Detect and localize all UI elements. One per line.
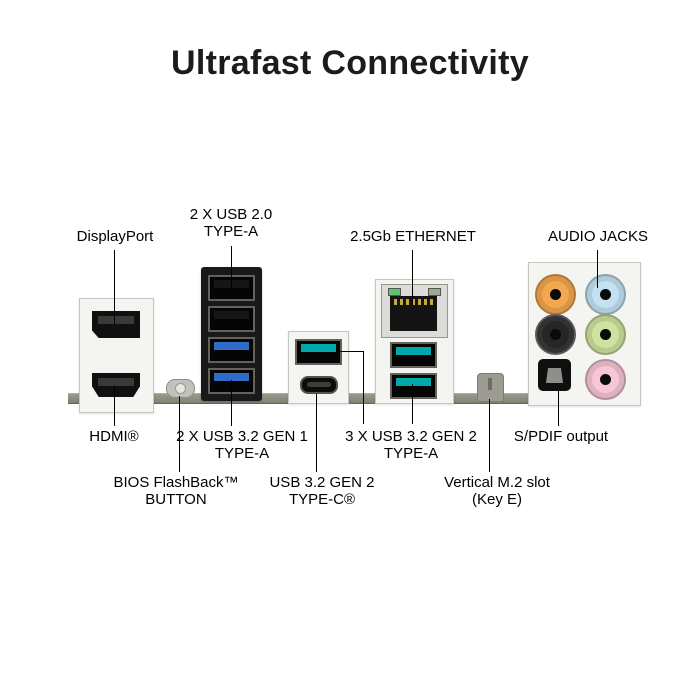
usbc-port <box>300 376 338 394</box>
io-shield-bar <box>68 393 636 404</box>
leader-usb32-gen2-v2 <box>412 384 413 424</box>
ethernet-port <box>381 284 448 338</box>
page-title: Ultrafast Connectivity <box>170 44 529 82</box>
usbc-bracket <box>288 331 349 404</box>
audio-jack-black <box>535 314 576 355</box>
hdmi-port <box>92 373 140 397</box>
usb3-gen2-port-2 <box>390 342 437 368</box>
usb3-gen1-tongue <box>214 373 249 381</box>
ethernet-led-right <box>428 288 441 296</box>
spdif-port <box>538 359 571 391</box>
usb3-gen2-tongue <box>396 378 431 386</box>
label-bios-flashback: BIOS FlashBack™ BUTTON <box>113 474 239 508</box>
ethernet-led-left <box>388 288 401 296</box>
label-usb20: 2 X USB 2.0 TYPE-A <box>189 206 273 240</box>
bios-flashback-button <box>166 379 195 398</box>
leader-usb32-gen1 <box>231 380 232 426</box>
leader-m2-slot <box>489 399 490 472</box>
label-usbc: USB 3.2 GEN 2 TYPE-C® <box>269 474 375 508</box>
label-spdif: S/PDIF output <box>513 428 609 445</box>
leader-usb32-gen2-h <box>340 351 364 352</box>
leader-spdif <box>558 390 559 426</box>
leader-usb20 <box>231 246 232 292</box>
ethernet-pins <box>394 299 433 305</box>
audio-jack-orange <box>535 274 576 315</box>
leader-bios-flashback <box>179 396 180 472</box>
hdmi-slot <box>98 378 134 386</box>
label-ethernet: 2.5Gb ETHERNET <box>350 228 476 245</box>
usb3-gen2-port-1 <box>295 339 342 365</box>
label-m2-slot: Vertical M.2 slot (Key E) <box>444 474 550 508</box>
usb3-gen1-port-1 <box>208 337 255 363</box>
usb2-port-2 <box>208 306 255 332</box>
leader-ethernet <box>412 250 413 305</box>
label-hdmi: HDMI® <box>89 428 139 445</box>
audio-bracket <box>528 262 641 406</box>
usb3-gen2-tongue <box>396 347 431 355</box>
leader-usbc <box>316 394 317 472</box>
usb3-gen2-port-3 <box>390 373 437 399</box>
usb3-gen1-tongue <box>214 342 249 350</box>
m2-slot <box>477 373 504 402</box>
displayport-port <box>92 311 140 338</box>
leader-displayport <box>114 250 115 324</box>
displayport-slot <box>98 316 134 324</box>
label-usb32-gen2-typea: 3 X USB 3.2 GEN 2 TYPE-A <box>345 428 477 462</box>
usb3-gen2-tongue <box>301 344 336 352</box>
ethernet-bracket <box>375 279 454 404</box>
usb2-tongue <box>214 311 249 319</box>
audio-jack-lime <box>585 314 626 355</box>
label-usb32-gen1: 2 X USB 3.2 GEN 1 TYPE-A <box>176 428 308 462</box>
leader-audio-jacks <box>597 250 598 288</box>
label-displayport: DisplayPort <box>76 228 154 245</box>
audio-jack-pink <box>585 359 626 400</box>
audio-jack-light-blue <box>585 274 626 315</box>
leader-usb32-gen2-v1 <box>363 351 364 424</box>
label-audio-jacks: AUDIO JACKS <box>547 228 649 245</box>
dp-hdmi-bracket <box>79 298 154 413</box>
ethernet-opening <box>390 296 437 331</box>
leader-hdmi <box>114 386 115 426</box>
